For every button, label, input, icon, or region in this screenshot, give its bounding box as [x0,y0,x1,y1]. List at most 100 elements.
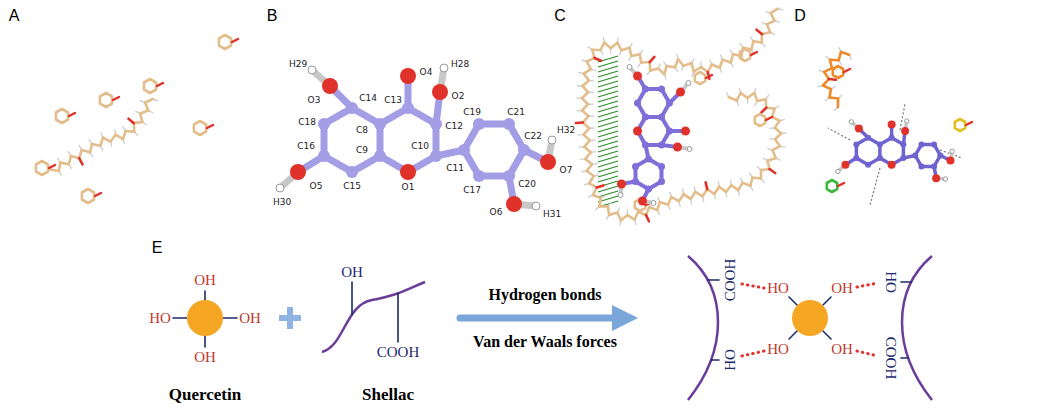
atom-label: C17 [462,186,482,195]
atom-label: C21 [506,108,526,117]
hydrogen-bond-line [828,128,850,140]
panel-letter: E [152,240,163,256]
bond-line [789,331,797,339]
carbon-chain [766,106,774,110]
atom-sphere [905,119,909,123]
carbon-chain [729,97,737,100]
atom-sphere [673,143,682,152]
atom-sphere [946,157,954,165]
arrow-head [612,305,638,331]
panel-letter: B [267,8,278,24]
atom-sphere [506,196,522,212]
atom-label: H31 [542,210,562,219]
atom-sphere [950,149,954,153]
bond-line [901,357,908,359]
atom-label: C9 [355,146,369,155]
atom-label: H30 [272,198,292,207]
atom-label: O4 [419,68,434,77]
hydrogen-bond-line [598,131,618,137]
complex-model [576,9,786,225]
bond-line [204,336,206,347]
atom-sphere [888,120,896,128]
bond-line [823,331,831,339]
shellac-model [36,35,238,203]
oxygen-stub [838,183,844,186]
bond-line [223,317,237,319]
atom-sphere [400,68,416,84]
atom-sphere [346,102,358,114]
quercetin-model [617,65,692,206]
atom-sphere [686,81,691,86]
hydrogen-bond-line [598,66,618,72]
atom-sphere [918,142,924,148]
atom-label: O6 [489,208,504,217]
oxygen-stub [79,158,82,164]
atom-sphere [632,178,639,185]
bond-line [711,359,719,361]
atom-label: C14 [358,94,378,103]
atom-sphere [855,125,863,133]
oxygen-stub [757,30,762,34]
oxygen-stub [597,185,604,187]
atom-sphere [645,186,652,193]
arrow-label: Van der Waals forces [473,334,617,350]
atom-sphere [937,152,943,158]
ring-stick [194,121,206,135]
hydrogen-bond-dots [857,351,878,356]
hydroxyl-label: OH [831,281,853,296]
ring-stick [740,49,750,61]
hydrogen-bond-line [598,76,618,82]
atom-sphere [888,161,896,169]
reaction-arrow [460,315,614,322]
oxygen-stub [646,215,649,221]
quercetin-model [836,119,955,182]
atom-label: C15 [342,182,362,191]
atom-sphere [931,142,937,148]
hydroxyl-label: OH [831,342,853,357]
atom-sphere [374,118,386,130]
atom-sphere [853,155,859,161]
hydrogen-bond-line [598,191,618,197]
hydrogen-bond-line [598,121,618,127]
atom-sphere [681,127,690,136]
bond-line [823,297,831,305]
atom-sphere [841,161,849,169]
compound-name: Quercetin [169,386,241,403]
hydroxyl-label: OH [194,350,216,365]
ring-stick [955,119,965,131]
oxygen-stub [113,97,119,100]
atom-label: C11 [445,164,465,173]
atom-sphere [900,142,906,148]
atom-sphere [877,155,883,161]
atom-sphere [912,152,918,158]
atom-label: H32 [556,126,576,135]
hydrogen-bond-line [598,156,618,162]
complex-model [818,47,972,205]
atom-sphere [638,197,647,206]
atom-label: C8 [355,126,369,135]
atom-sphere [503,118,515,130]
atom-label: C22 [523,132,543,141]
hydrogen-bond-dots [742,351,764,356]
atom-sphere [632,163,639,170]
hydrogen-bond-line [598,171,618,177]
hydrogen-bond-line [598,126,618,132]
hydrogen-bond-line [598,111,618,117]
atom-label: C13 [383,96,403,105]
atom-sphere [676,88,685,97]
oxygen-stub [706,182,708,189]
hydrogen-bond-line [870,168,880,205]
oxygen-stub [95,193,101,196]
plus-sign [287,307,293,329]
hydrogen-bond-line [598,101,618,107]
atom-sphere [518,144,530,156]
atom-sphere [322,78,338,94]
atom-sphere [943,177,947,181]
carbon-chain [50,170,58,171]
atom-sphere [290,164,306,180]
ring-stick [36,161,48,175]
atom-sphere [901,127,909,135]
oxygen-stub [157,83,163,86]
bond-line [708,279,719,281]
hydrogen-bond-line [598,146,618,152]
